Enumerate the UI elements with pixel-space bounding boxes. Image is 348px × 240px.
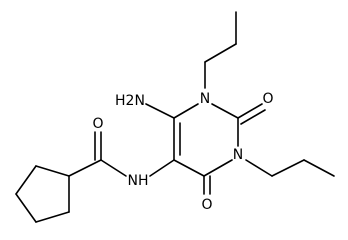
bond-n1-propyl-2 [204, 43, 237, 63]
bond-cyclopentyl-4 [35, 211, 70, 223]
bond-n3-propyl-2 [271, 159, 305, 177]
bond-c6-nh2 [145, 103, 175, 119]
atom-labels: H2N N N NH O O O [92, 91, 273, 213]
oxygen-c4-label: O [201, 197, 212, 213]
bond-n3-propyl-3 [303, 159, 335, 177]
amide-nh-label: NH [128, 173, 149, 189]
oxygen-c2-label: O [262, 91, 273, 107]
bond-n3-c4 [203, 159, 233, 177]
bond-amide-n-carbonyl [100, 159, 127, 177]
bond-c2-o-double [240, 109, 266, 125]
bond-cyclopentyl-1 [35, 165, 70, 177]
n3-label: N [233, 147, 243, 163]
bond-c6-n1 [173, 103, 199, 119]
bonds [15, 11, 335, 223]
n1-label: N [200, 91, 210, 107]
oxygen-amide-label: O [92, 116, 103, 132]
bond-c4-c5 [173, 159, 205, 177]
nh2-label: H2N [115, 93, 145, 109]
bond-c2-o [237, 103, 263, 119]
bond-cyclopentyl-3 [15, 193, 37, 223]
bond-n3-propyl-1 [245, 159, 273, 177]
bond-carbonyl-cyclopentyl [68, 159, 102, 177]
bond-cyclopentyl-2 [15, 165, 37, 195]
bond-c5-amide-n [149, 159, 175, 177]
bond-n1-c2 [211, 103, 239, 119]
